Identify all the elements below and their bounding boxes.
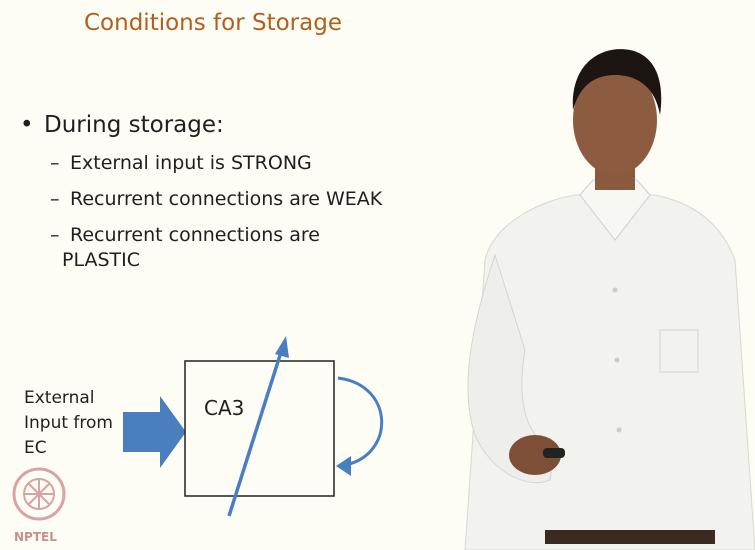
bullet-dot: •	[20, 112, 34, 138]
sub-bullet-1: – External input is STRONG	[20, 151, 382, 176]
nptel-logo-text: NPTEL	[14, 530, 57, 544]
shirt-button	[612, 287, 618, 293]
plasticity-arrow-line	[227, 348, 284, 517]
sub-bullet-text: Recurrent connections are	[70, 224, 320, 246]
presenter-hand	[509, 435, 561, 475]
shirt-button	[614, 357, 620, 363]
presenter-head	[573, 65, 657, 175]
presenter-collar	[579, 179, 651, 241]
ca3-box	[184, 360, 335, 497]
bullet-list: • During storage: – External input is ST…	[20, 110, 382, 273]
label-line: Input from	[24, 413, 113, 433]
ca3-diagram	[123, 336, 384, 517]
sub-bullet-text: External input is STRONG	[70, 152, 312, 174]
external-input-arrow	[123, 396, 186, 468]
recurrent-loop-arrow	[337, 376, 384, 467]
sub-bullet-text: Recurrent connections are WEAK	[70, 188, 383, 210]
presenter-pocket	[659, 329, 699, 373]
presenter-figure	[464, 49, 755, 550]
shirt-button	[616, 427, 622, 433]
bullet-text: During storage:	[44, 112, 224, 138]
presenter-arm	[467, 253, 556, 484]
label-line: External	[24, 388, 95, 408]
recurrent-arrow-head	[336, 456, 351, 476]
dash-marker: –	[50, 224, 60, 246]
plasticity-arrow-head	[275, 336, 289, 358]
presenter-hair	[572, 49, 662, 115]
dash-marker: –	[50, 152, 60, 174]
ca3-label: CA3	[204, 396, 245, 420]
slide-title: Conditions for Storage	[84, 10, 342, 36]
clicker-icon	[543, 448, 565, 458]
dash-marker: –	[50, 188, 60, 210]
nptel-logo-icon	[12, 467, 66, 521]
bullet-item: • During storage:	[20, 110, 382, 140]
sub-bullet-continuation: PLASTIC	[62, 249, 141, 271]
sub-bullet-3: – Recurrent connections are PLASTIC	[20, 223, 382, 273]
external-input-label: External Input from EC	[24, 386, 113, 461]
sub-bullet-2: – Recurrent connections are WEAK	[20, 187, 382, 212]
presenter-belt	[545, 530, 715, 544]
label-line: EC	[24, 438, 47, 458]
